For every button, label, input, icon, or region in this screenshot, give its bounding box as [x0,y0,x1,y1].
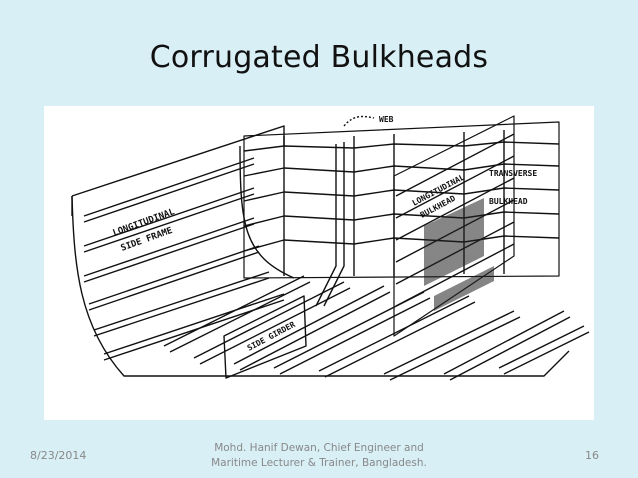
side-frames [83,157,285,361]
footer-date: 8/23/2014 [30,449,87,462]
page-number: 16 [585,449,599,462]
floor-girders [163,275,590,381]
label-transverse: TRANSVERSE [489,169,537,178]
slide-title: Corrugated Bulkheads [149,40,489,75]
side-girder [223,295,307,379]
shell-top-edge [71,125,285,197]
footer-author: Mohd. Hanif Dewan, Chief Engineer and Ma… [190,441,448,471]
label-bulkhead: BULKHEAD [489,197,528,206]
label-web: WEB [379,115,394,124]
author-line-1: Mohd. Hanif Dewan, Chief Engineer and [214,442,424,454]
bulkhead-diagram: WEB TRANSVERSE BULKHEAD LONGITUDINAL BUL… [44,106,594,420]
shell-outline [71,195,570,377]
author-line-2: Maritime Lecturer & Trainer, Bangladesh. [211,457,427,469]
web-frame [315,142,345,307]
diagram-drawing: WEB TRANSVERSE BULKHEAD LONGITUDINAL BUL… [71,115,590,381]
